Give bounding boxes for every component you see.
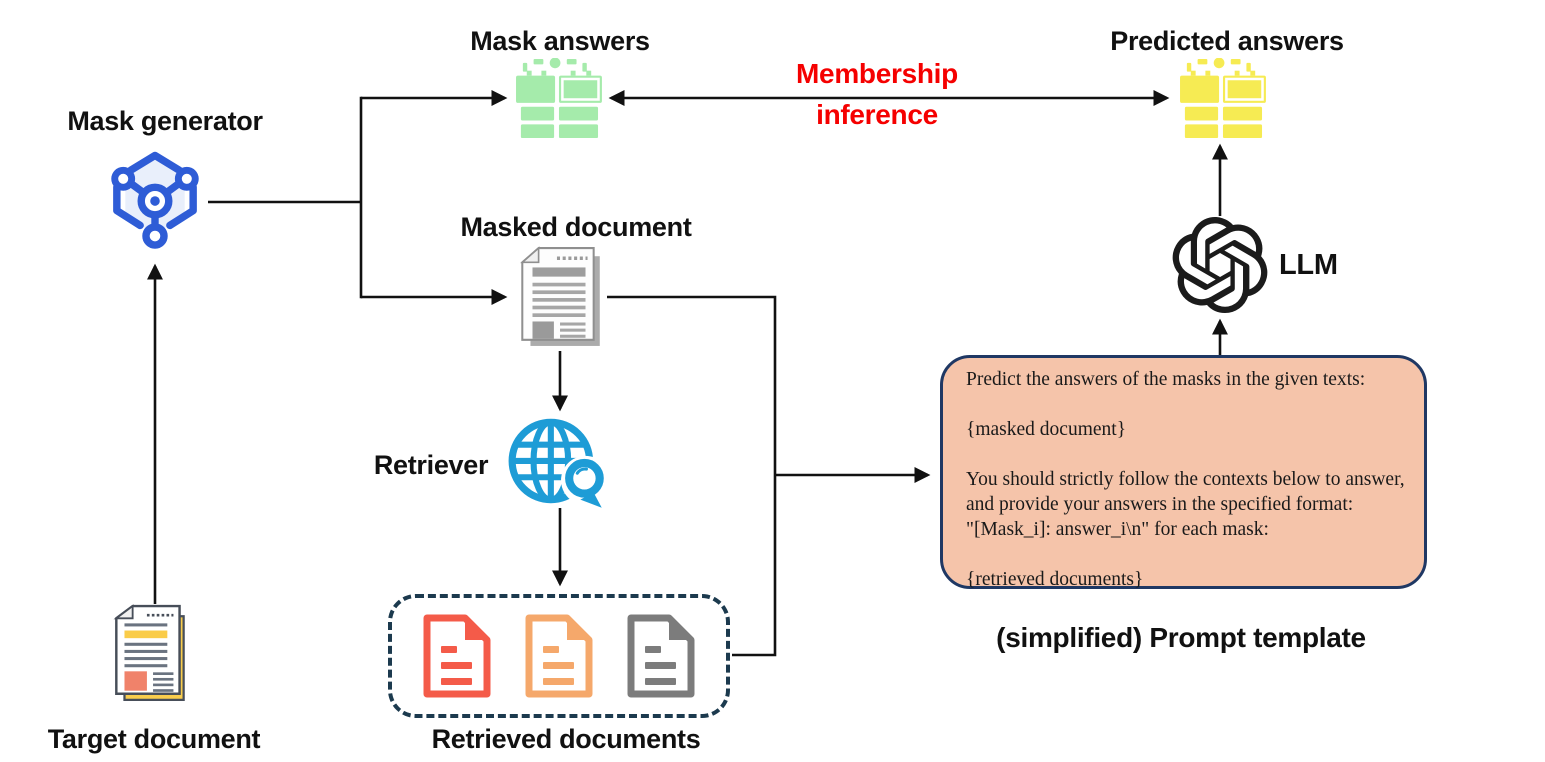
target-document-icon [113, 604, 185, 702]
llm-label: LLM [1279, 249, 1338, 281]
file-icon-red [423, 614, 491, 698]
membership-inference-label: Membership inference [796, 58, 958, 130]
retrieved-documents-box [388, 594, 730, 718]
predicted-answers-label: Predicted answers [1110, 26, 1344, 56]
prompt-template-text: Predict the answers of the masks in the … [966, 369, 1405, 590]
mask-answers-label: Mask answers [470, 26, 650, 56]
masked-document-label: Masked document [460, 212, 692, 242]
file-icon-orange [525, 614, 593, 698]
retrieved-documents-label: Retrieved documents [431, 724, 701, 754]
file-icon-gray [627, 614, 695, 698]
cube-network-icon [111, 151, 199, 249]
answer-blocks-icon-green [516, 58, 602, 139]
masked-document-icon [520, 246, 600, 346]
openai-logo-icon [1172, 217, 1268, 313]
mask-generator-label: Mask generator [67, 106, 263, 136]
answer-blocks-icon-yellow [1180, 58, 1266, 139]
retriever-label: Retriever [373, 450, 489, 480]
target-document-label: Target document [47, 724, 261, 754]
prompt-template-box: Predict the answers of the masks in the … [940, 355, 1427, 590]
prompt-template-caption: (simplified) Prompt template [996, 622, 1366, 653]
globe-search-icon [508, 418, 610, 508]
